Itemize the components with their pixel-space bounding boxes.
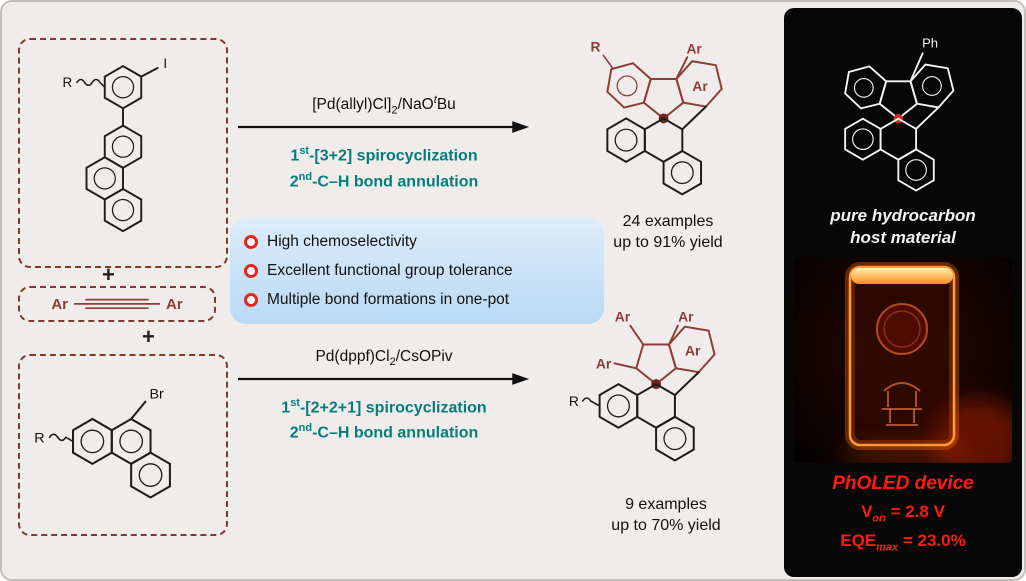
highlight-text: Excellent functional group tolerance (267, 261, 513, 279)
substrate-1-box: R I (18, 38, 228, 268)
reaction-1-step-2: 2nd-C–H bond annulation (289, 170, 479, 190)
product-1: R Ar Ar 24 examples up to 91% yield (558, 8, 778, 252)
alkyne-box: Ar Ar (18, 286, 216, 322)
turn-on-voltage: Von = 2.8 V (861, 501, 945, 525)
r-label: R (569, 393, 579, 409)
iodine-label: I (163, 56, 167, 71)
reaction-1-arrow (237, 121, 530, 134)
plus-sign-1: + (102, 262, 115, 287)
product-2: Ar Ar Ar Ar R 9 examples up to 70% yield (554, 290, 778, 535)
reaction-2-step-1: 1st-[2+2+1] spirocyclization (281, 397, 487, 417)
phopled-device-label: PhOLED device (832, 472, 974, 494)
r-label: R (62, 75, 72, 90)
ar-label-ring: Ar (685, 342, 701, 358)
bullet-icon (244, 292, 258, 307)
product-1-yield: up to 91% yield (613, 234, 723, 252)
product-1-structure: R Ar Ar (591, 39, 723, 196)
ar-label-right: Ar (166, 295, 183, 313)
host-material-caption: pure hydrocarbon host material (830, 205, 976, 247)
plus-sign-2: + (142, 324, 155, 349)
glowing-device (840, 261, 1012, 463)
highlight-item: Excellent functional group tolerance (244, 262, 590, 280)
ar-label-ring: Ar (692, 79, 708, 94)
ar-label-left: Ar (51, 295, 68, 313)
ar-label-3: Ar (596, 355, 612, 371)
r-label: R (591, 39, 601, 54)
ar-label-2: Ar (678, 309, 694, 325)
reaction-1-reagents: [Pd(allyl)Cl]2/NaOtBu (312, 94, 456, 117)
host-material-structure: Ph (844, 36, 955, 192)
highlight-item: Multiple bond formations in one-pot (244, 291, 590, 309)
highlight-text: High chemoselectivity (267, 233, 417, 251)
product-1-examples: 24 examples (622, 213, 714, 231)
product-2-structure: Ar Ar Ar Ar R (569, 309, 716, 462)
reaction-2-reagents: Pd(dppf)Cl2/CsOPiv (315, 348, 453, 369)
highlight-text: Multiple bond formations in one-pot (267, 290, 510, 308)
highlight-item: High chemoselectivity (244, 233, 590, 251)
eqe-value: EQEmax = 23.0% (840, 531, 966, 554)
triple-bond (74, 298, 160, 310)
substrate-1-structure: R I (62, 56, 167, 233)
product-2-yield: up to 70% yield (611, 517, 721, 535)
highlights-box: High chemoselectivity Excellent function… (230, 218, 604, 324)
reaction-1-step-1: 1st-[3+2] spirocyclization (290, 145, 478, 165)
reaction-2-conditions: Pd(dppf)Cl2/CsOPiv 1st-[2+2+1] spirocycl… (234, 348, 534, 443)
substrate-2-box: Br R (18, 354, 228, 536)
r-label: R (34, 430, 44, 446)
ar-label-top: Ar (686, 41, 702, 56)
product-2-examples: 9 examples (625, 496, 707, 514)
reaction-2-step-2: 2nd-C–H bond annulation (289, 422, 479, 442)
bullet-icon (244, 263, 258, 278)
bromine-label: Br (150, 387, 165, 403)
substrate-2-structure: Br R (34, 387, 171, 499)
reaction-2-arrow (237, 373, 530, 386)
reaction-1-conditions: [Pd(allyl)Cl]2/NaOtBu 1st-[3+2] spirocyc… (234, 94, 534, 191)
ar-label-1: Ar (615, 309, 631, 325)
bullet-icon (244, 235, 258, 250)
oled-device-photo (794, 256, 1012, 463)
ph-label: Ph (922, 36, 938, 51)
pagoda-icon (882, 381, 922, 426)
oled-panel: Ph pure hydrocarbon host material (784, 8, 1022, 577)
